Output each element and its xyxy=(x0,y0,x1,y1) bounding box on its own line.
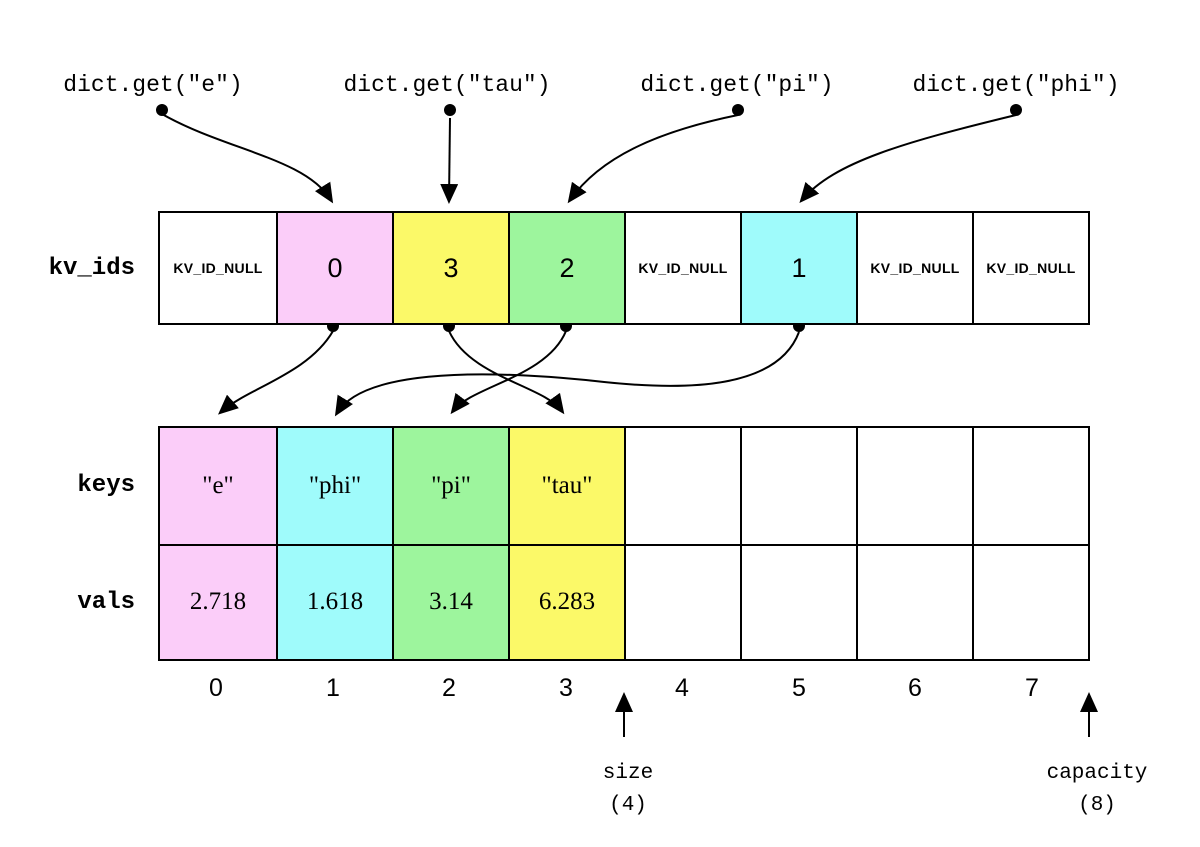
index-label-0: 0 xyxy=(209,674,223,702)
capacity-label: capacity xyxy=(1046,762,1148,785)
dot-get-tau xyxy=(444,104,456,116)
index-label-4: 4 xyxy=(675,674,689,702)
kv-ids-row-label: kv_ids xyxy=(48,255,135,282)
arrow-kvids-2-to-keys-3 xyxy=(448,330,565,415)
kv-ids-cell-0: KV_ID_NULL xyxy=(160,213,276,323)
call-label-get-tau: dict.get("tau") xyxy=(343,72,551,98)
keys-cell-7 xyxy=(972,428,1088,544)
kv-ids-cell-4: KV_ID_NULL xyxy=(624,213,740,323)
keys-cell-2: "pi" xyxy=(392,428,508,544)
kv-ids-cell-2: 3 xyxy=(392,213,508,323)
index-label-6: 6 xyxy=(908,674,922,702)
keys-row-label: keys xyxy=(77,472,135,499)
index-label-2: 2 xyxy=(442,674,456,702)
index-label-3: 3 xyxy=(559,674,573,702)
index-label-7: 7 xyxy=(1025,674,1039,702)
kv-ids-cell-1: 0 xyxy=(276,213,392,323)
vals-cell-6 xyxy=(856,543,972,659)
keys-cell-0: "e" xyxy=(160,428,276,544)
call-label-get-e: dict.get("e") xyxy=(63,72,243,98)
call-label-get-pi: dict.get("pi") xyxy=(640,72,834,98)
call-label-get-phi: dict.get("phi") xyxy=(912,72,1120,98)
vals-cell-5 xyxy=(740,543,856,659)
vals-cell-2: 3.14 xyxy=(392,543,508,659)
size-label: size xyxy=(602,762,654,785)
kv-ids-cell-3: 2 xyxy=(508,213,624,323)
capacity-value: (8) xyxy=(1078,794,1116,817)
arrow-get-pi-to-kvids-3 xyxy=(567,114,739,204)
vals-row-label: vals xyxy=(77,589,135,616)
vals-cell-3: 6.283 xyxy=(508,543,624,659)
arrow-get-tau-to-kvids-2 xyxy=(440,117,459,204)
dot-get-pi xyxy=(732,104,744,116)
keys-vals-array: "e" "phi" "pi" "tau" 2.718 1.618 3.14 6.… xyxy=(158,426,1090,661)
vals-cell-7 xyxy=(972,543,1088,659)
vals-cell-1: 1.618 xyxy=(276,543,392,659)
size-value: (4) xyxy=(609,794,647,817)
keys-cell-5 xyxy=(740,428,856,544)
index-label-5: 5 xyxy=(792,674,806,702)
kv-ids-cell-5: 1 xyxy=(740,213,856,323)
arrow-kvids-3-to-keys-2 xyxy=(450,330,567,415)
index-label-1: 1 xyxy=(326,674,340,702)
arrow-kvids-5-to-keys-1 xyxy=(334,331,800,417)
keys-cell-4 xyxy=(624,428,740,544)
kv-ids-cell-7: KV_ID_NULL xyxy=(972,213,1088,323)
arrow-get-phi-to-kvids-5 xyxy=(799,114,1017,204)
kv-ids-cell-6: KV_ID_NULL xyxy=(856,213,972,323)
keys-cell-3: "tau" xyxy=(508,428,624,544)
dot-get-phi xyxy=(1010,104,1022,116)
arrow-kvids-1-to-keys-0 xyxy=(218,330,334,415)
keys-cell-1: "phi" xyxy=(276,428,392,544)
dot-get-e xyxy=(156,104,168,116)
vals-cell-0: 2.718 xyxy=(160,543,276,659)
keys-cell-6 xyxy=(856,428,972,544)
vals-cell-4 xyxy=(624,543,740,659)
arrow-get-e-to-kvids-1 xyxy=(161,113,334,204)
kv-ids-array: KV_ID_NULL 0 3 2 KV_ID_NULL 1 KV_ID_NULL… xyxy=(158,211,1090,325)
